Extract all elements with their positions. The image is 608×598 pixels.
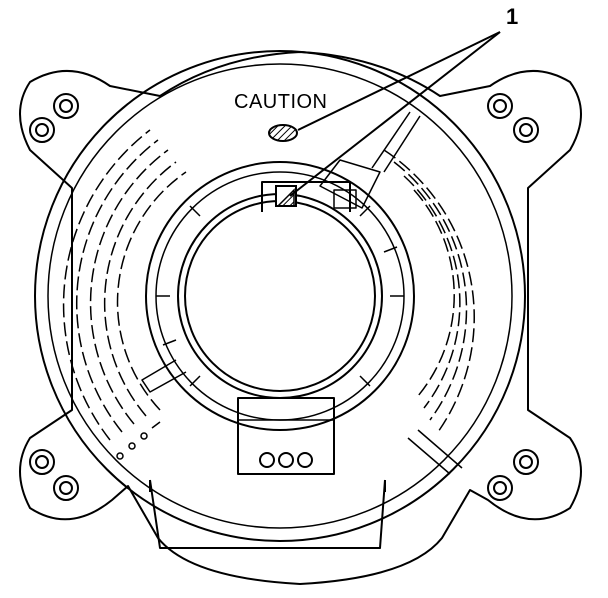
mounting-ear-upper-left: [29, 93, 79, 143]
mounting-ear-lower-right: [487, 449, 539, 501]
mounting-ear-lower-left: [29, 449, 79, 501]
coil-ribbon: [62, 129, 475, 441]
callout-leaders: [289, 31, 501, 197]
hub-bore: [177, 193, 383, 399]
middle-rotor-ring: [145, 161, 415, 431]
callout-number: 1: [506, 4, 518, 29]
connector-pin: [259, 452, 275, 468]
caution-mark: [268, 124, 298, 142]
caution-label: CAUTION: [234, 91, 328, 113]
connector-housing: [149, 479, 386, 549]
connector-pin: [297, 452, 313, 468]
rotor-spokes: [156, 205, 404, 387]
mounting-ear-upper-right: [487, 93, 539, 143]
housing-outline: [19, 51, 582, 585]
outer-rotor-ring: [34, 50, 526, 542]
connector-tab: [237, 397, 335, 475]
connector-pin: [278, 452, 294, 468]
alignment-mark: [276, 188, 295, 207]
rotation-markings: [116, 421, 161, 460]
top-tab: [261, 181, 351, 212]
